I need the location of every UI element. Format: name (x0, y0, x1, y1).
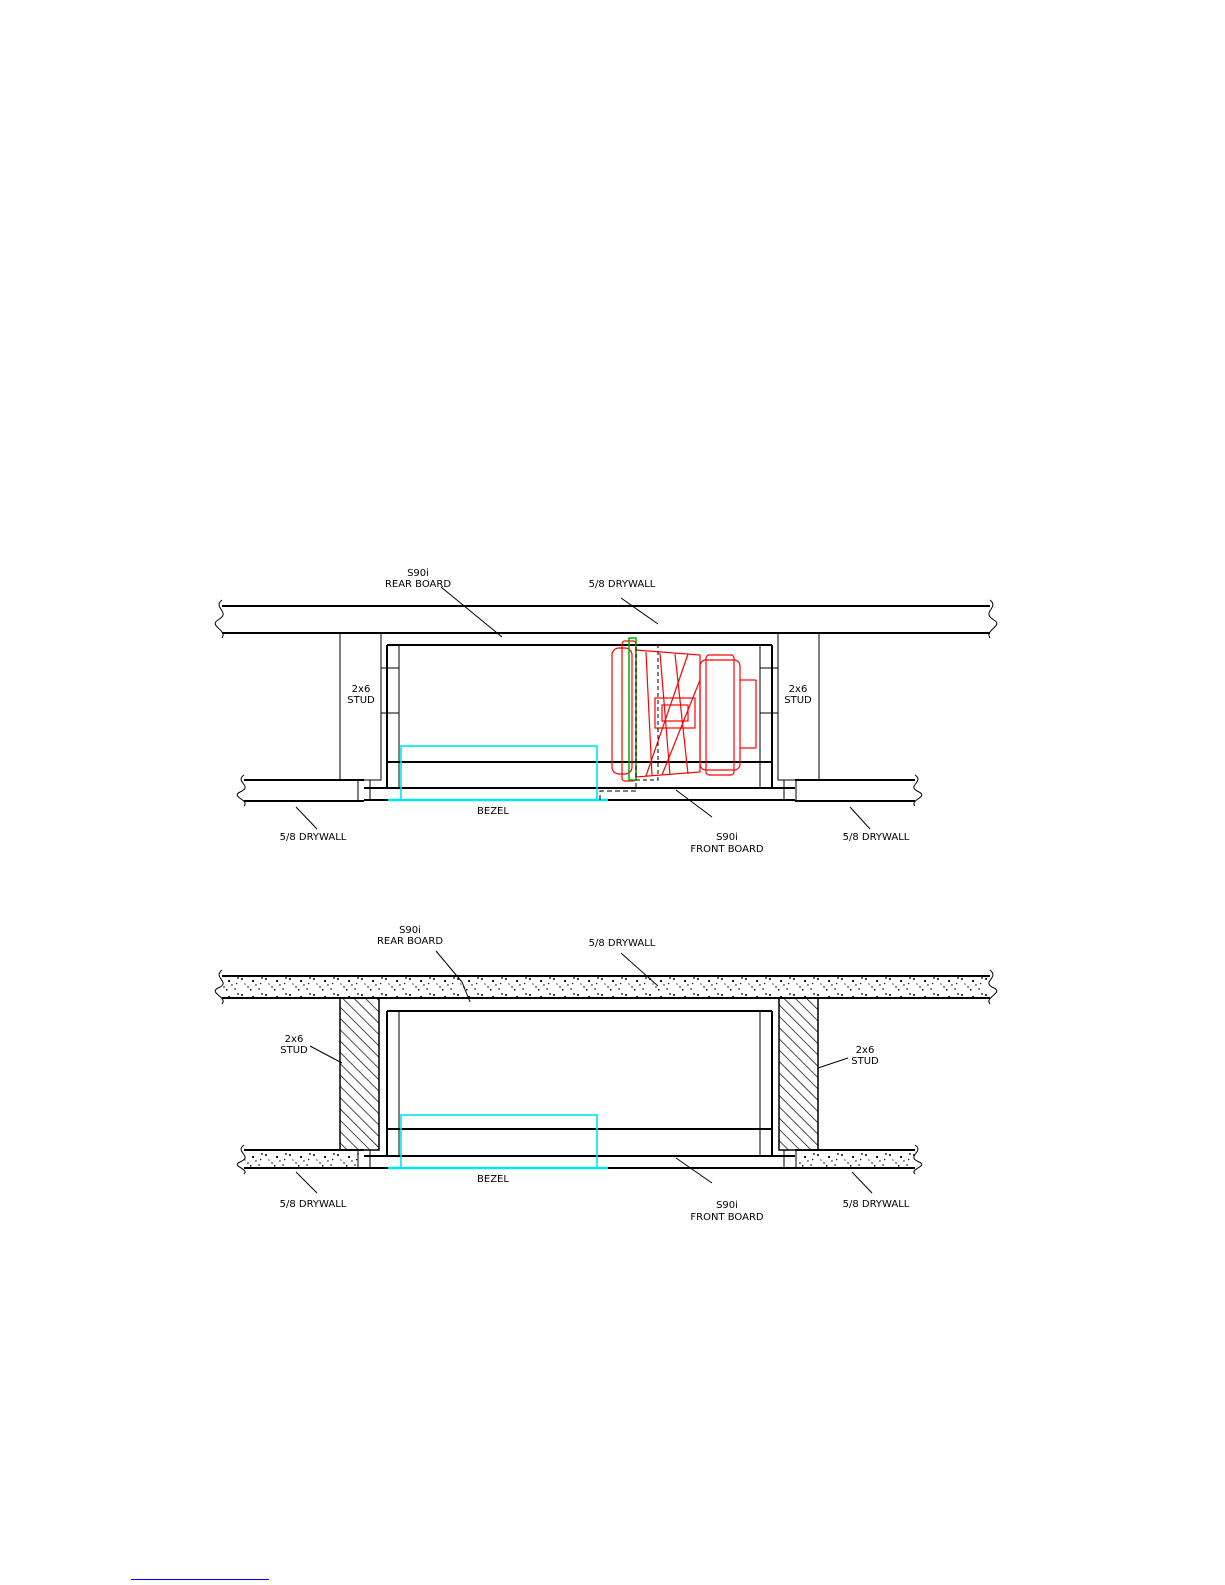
speaker-driver-icon (612, 641, 756, 781)
bottom-label-stud-left-2: STUD (280, 1045, 308, 1056)
bottom-label-drywall-top: 5/8 DRYWALL (589, 938, 656, 949)
bottom-section-view: S90i REAR BOARD 5/8 DRYWALL 2x6 STUD 2x6… (215, 925, 997, 1223)
bottom-enclosure (358, 998, 796, 1168)
bottom-label-drywall-bottom-left: 5/8 DRYWALL (280, 1199, 347, 1210)
top-stud-right (778, 633, 819, 780)
bottom-stud-left (340, 998, 379, 1150)
top-label-rear-board-1: S90i (407, 568, 429, 579)
bottom-label-stud-right-1: 2x6 (856, 1045, 875, 1056)
top-bezel-outline (388, 746, 608, 800)
bottom-label-bezel: BEZEL (477, 1174, 509, 1185)
top-label-front-board-1: S90i (716, 832, 738, 843)
top-label-bezel: BEZEL (477, 806, 509, 817)
top-label-stud-right-2: STUD (784, 695, 812, 706)
footer-rule (131, 1579, 269, 1580)
top-label-stud-left-2: STUD (347, 695, 375, 706)
top-label-front-board-2: FRONT BOARD (690, 844, 764, 855)
top-label-drywall-bottom-left: 5/8 DRYWALL (280, 832, 347, 843)
bottom-label-rear-board-1: S90i (399, 925, 421, 936)
bottom-label-front-board-1: S90i (716, 1200, 738, 1211)
top-label-stud-right-1: 2x6 (789, 684, 808, 695)
bottom-label-rear-board-2: REAR BOARD (377, 936, 443, 947)
top-label-stud-left-1: 2x6 (352, 684, 371, 695)
bottom-label-stud-right-2: STUD (851, 1056, 879, 1067)
bottom-label-drywall-bottom-right: 5/8 DRYWALL (843, 1199, 910, 1210)
bottom-label-stud-left-1: 2x6 (285, 1034, 304, 1045)
top-label-drywall-bottom-right: 5/8 DRYWALL (843, 832, 910, 843)
bottom-label-front-board-2: FRONT BOARD (690, 1212, 764, 1223)
top-stud-left (340, 633, 381, 780)
bottom-bezel-outline (388, 1115, 608, 1168)
top-dashed-mount (600, 780, 636, 800)
top-label-rear-board-2: REAR BOARD (385, 579, 451, 590)
top-label-drywall-top: 5/8 DRYWALL (589, 579, 656, 590)
top-section-view: S90i REAR BOARD 5/8 DRYWALL 2x6 STUD 2x6… (215, 568, 997, 855)
bottom-stud-right (779, 998, 818, 1150)
